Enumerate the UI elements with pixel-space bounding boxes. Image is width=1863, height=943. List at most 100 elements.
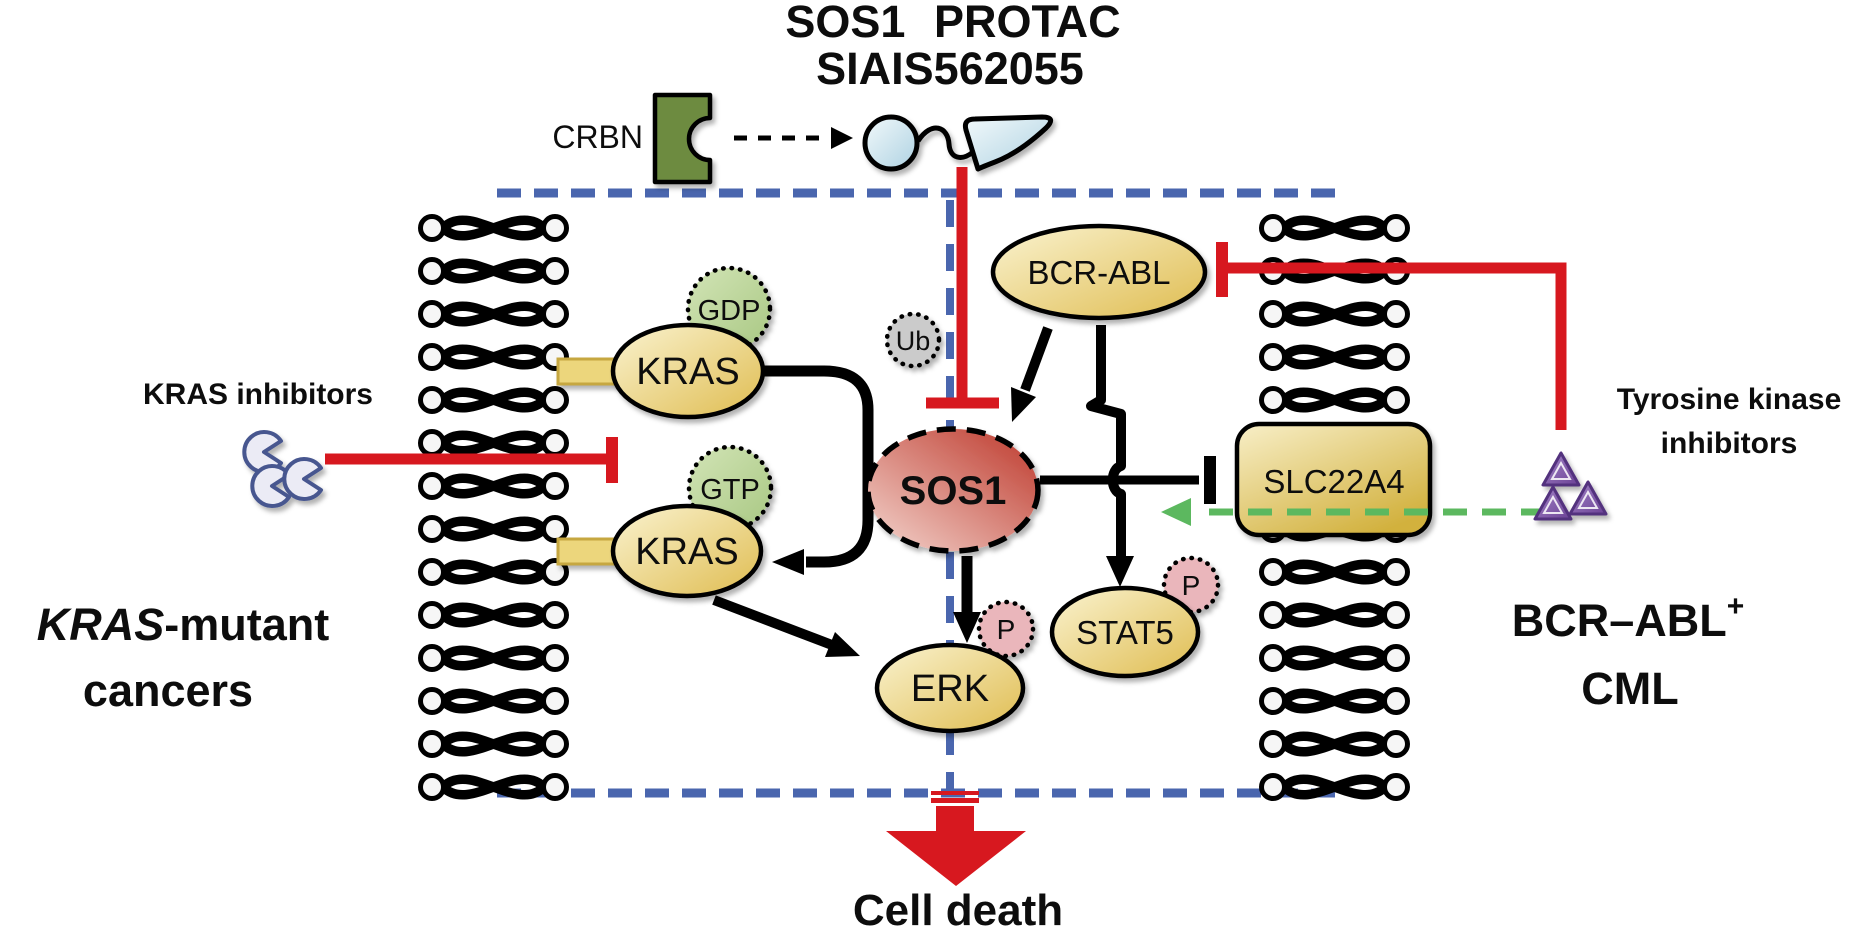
cell-death-arrow-body [886, 806, 1026, 886]
bcr-abl-label: BCR-ABL [1027, 254, 1170, 291]
figure-title-line2: SIAIS562055 [816, 43, 1084, 94]
left-condition-gene: KRAS [37, 599, 165, 650]
right-condition-line1: BCR–ABL+ [1512, 590, 1745, 646]
left-condition-line2: cancers [83, 665, 253, 716]
tki-uptake-dashed-arrow [1161, 498, 1545, 526]
kras-membrane-tethers [556, 357, 618, 566]
right-condition-name: BCR–ABL [1512, 595, 1727, 646]
tki-uptake-arrowhead-icon [1161, 498, 1191, 526]
left-condition-line1: KRAS-mutant [37, 599, 330, 650]
kras-to-erk-arrowhead-icon [825, 632, 860, 657]
lipid-row [1262, 733, 1408, 756]
sos1-to-kras-arrowhead-icon [772, 549, 804, 575]
lipid-row [1262, 389, 1408, 412]
sos1-label: SOS1 [900, 469, 1007, 513]
tki-triangle-inner [1542, 494, 1564, 514]
stat5-ellipse [1049, 585, 1201, 679]
bcrabl-to-sos1-arrow [1020, 326, 1053, 392]
protac-molecule-icon [862, 114, 1054, 172]
left-membrane [421, 217, 567, 799]
sos1-to-kras-loop-arrow [763, 365, 874, 568]
kras-gdp-ellipse [610, 322, 766, 420]
lipid-row [1262, 604, 1408, 627]
tki-triangle-icon [1533, 485, 1573, 521]
kras-gdp-label: KRAS [636, 351, 739, 393]
gdp-label: GDP [698, 295, 761, 327]
lipid-row [421, 690, 567, 713]
kras-inhibition-line [325, 437, 618, 483]
stat5-label: STAT5 [1076, 614, 1174, 651]
cell-death-label: Cell death [853, 886, 1063, 935]
kras-gtp-label: KRAS [635, 531, 738, 573]
lipid-row [421, 518, 567, 541]
lipid-row [421, 432, 567, 455]
lipid-row [421, 389, 567, 412]
kras-inhibitor-icons [242, 430, 323, 508]
ubiquitin-circle [884, 311, 942, 369]
right-condition-superscript: + [1727, 590, 1745, 623]
slc22a4-label: SLC22A4 [1263, 463, 1404, 500]
gtp-label: GTP [700, 474, 760, 506]
tki-label-line2: inhibitors [1661, 427, 1798, 460]
lipid-row [421, 604, 567, 627]
lipid-row [421, 647, 567, 670]
lipid-row [421, 733, 567, 756]
right-condition-line2: CML [1581, 663, 1678, 714]
bcrabl-to-sos1-arrowhead-icon [1011, 387, 1036, 422]
lipid-row [1262, 303, 1408, 326]
phospho-stat5-label: P [1182, 570, 1201, 601]
figure-title-line1: SOS1 PROTAC [785, 0, 1120, 47]
lipid-row [1262, 647, 1408, 670]
phospho-erk-label: P [997, 614, 1016, 645]
phospho-erk-circle [976, 599, 1036, 659]
lipid-row [1262, 346, 1408, 369]
cell-death-arrow-stripe [931, 791, 979, 795]
protein-nodes: GDP KRAS GTP KRAS Ub BCR-ABL SOS1 P ERK … [610, 223, 1433, 734]
sos1-to-erk-arrowhead-icon [953, 612, 981, 643]
kras-inhibitor-pacman-icon [282, 457, 323, 501]
lipid-row [421, 346, 567, 369]
bcrabl-to-stat5-arrow [1086, 325, 1126, 560]
lipid-row [421, 260, 567, 283]
lipid-row [421, 217, 567, 240]
lipid-row [421, 475, 567, 498]
kras-gtp-tether [556, 537, 618, 566]
kras-gtp-ellipse [610, 503, 764, 599]
tki-icons [1533, 451, 1608, 521]
kras-gdp-tether [556, 357, 618, 386]
lipid-row [421, 561, 567, 584]
signal-arrows [712, 325, 1216, 657]
cell-death-arrow-icon [886, 791, 1026, 886]
kras-inhibitors-label: KRAS inhibitors [143, 378, 373, 411]
lipid-row [1262, 561, 1408, 584]
slc22a4-rect [1234, 421, 1433, 538]
kras-to-erk-arrow [712, 595, 834, 650]
tki-triangle-icon [1541, 451, 1581, 487]
crbn-group: CRBN [552, 92, 713, 185]
protac-linker [915, 125, 975, 160]
tki-triangle-inner [1577, 489, 1599, 509]
erk-ellipse [874, 642, 1026, 734]
kras-inhibitor-pacman-icon [250, 464, 291, 508]
protac-warhead-wedge [962, 114, 1054, 172]
tki-inhibition-line [1216, 242, 1567, 430]
crbn-shape [652, 92, 713, 185]
tki-label-line1: Tyrosine kinase [1617, 383, 1842, 416]
protac-inhibition-line [926, 167, 999, 409]
lipid-row [1262, 217, 1408, 240]
bcr-abl-ellipse [990, 223, 1208, 321]
ubiquitin-label: Ub [896, 326, 931, 356]
crbn-label: CRBN [552, 119, 643, 155]
bcrabl-to-stat5-arrowhead-icon [1106, 556, 1134, 587]
crbn-recruit-arrowhead-icon [831, 127, 853, 149]
crbn-recruit-arrow [734, 127, 853, 149]
sos1-ellipse [865, 426, 1041, 554]
lipid-row [421, 776, 567, 799]
erk-label: ERK [911, 668, 989, 710]
tki-triangle-icon [1568, 480, 1608, 516]
left-condition-rest: -mutant [164, 599, 329, 650]
cell-death-arrow-stripe [931, 798, 979, 803]
tki-triangle-inner [1550, 460, 1572, 480]
